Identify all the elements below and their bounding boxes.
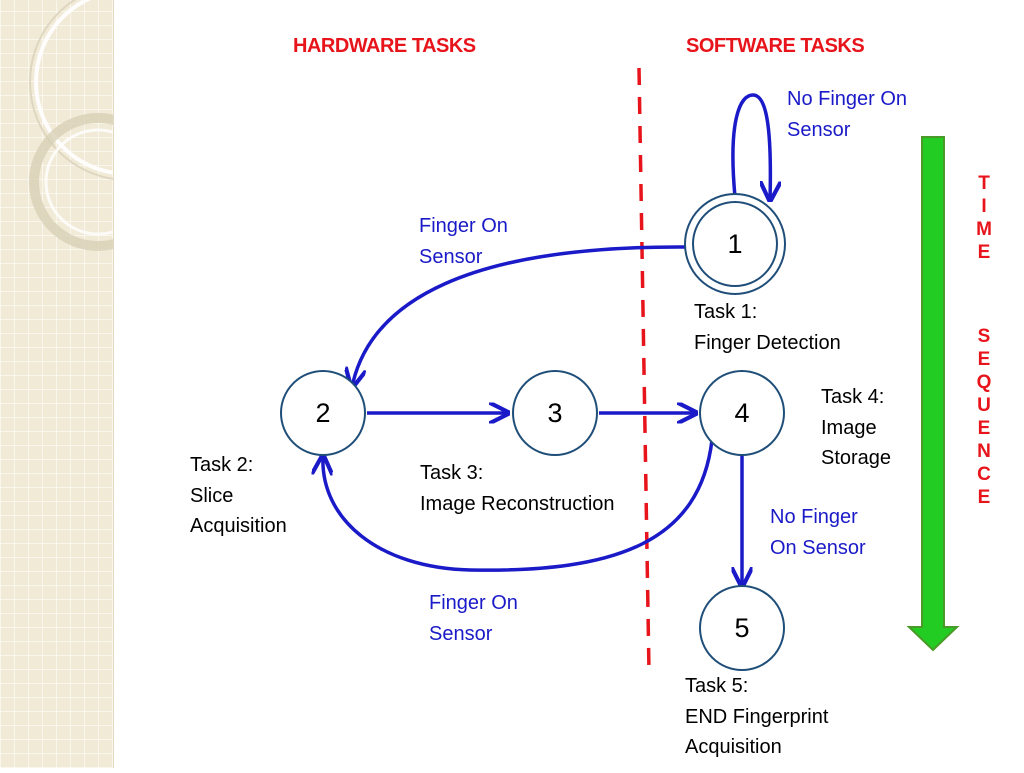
hardware-software-divider bbox=[637, 67, 651, 673]
sequence-letter: N bbox=[977, 441, 991, 462]
label-line: Sensor bbox=[419, 245, 483, 268]
label-line: Finger On bbox=[419, 215, 508, 237]
label-line: Sensor bbox=[787, 118, 851, 141]
label-line: Finger On bbox=[429, 592, 518, 614]
sequence-letter: E bbox=[977, 349, 991, 370]
node-1: 1 bbox=[684, 193, 786, 295]
label-line: No Finger On bbox=[787, 88, 908, 110]
task-5-description: Task 5: END Fingerprint Acquisition bbox=[685, 671, 828, 763]
node-2-label: 2 bbox=[315, 398, 330, 428]
edge-self-loop-1 bbox=[731, 93, 770, 200]
task-line: Task 5: bbox=[685, 675, 749, 697]
sequence-label: S E Q U E N C E bbox=[972, 325, 996, 509]
edge-1-to-2 bbox=[352, 245, 691, 387]
label-line: On Sensor bbox=[770, 536, 866, 559]
node-4: 4 bbox=[699, 370, 785, 456]
time-letter: E bbox=[977, 242, 991, 263]
software-tasks-heading: SOFTWARE TASKS bbox=[686, 35, 865, 57]
label-finger-on-sensor-top: Finger On Sensor bbox=[419, 211, 508, 272]
task-line: Slice bbox=[190, 484, 234, 507]
sequence-letter: U bbox=[977, 395, 991, 416]
time-sequence-arrow bbox=[906, 136, 960, 652]
label-no-finger-loop: No Finger On Sensor bbox=[787, 84, 907, 145]
node-5: 5 bbox=[699, 585, 785, 671]
label-finger-on-sensor-bottom: Finger On Sensor bbox=[429, 588, 518, 649]
task-line: Storage bbox=[821, 447, 892, 469]
task-3-description: Task 3: Image Reconstruction bbox=[420, 458, 615, 519]
hardware-tasks-heading: HARDWARE TASKS bbox=[293, 35, 476, 57]
task-4-description: Task 4: Image Storage bbox=[821, 382, 891, 474]
sequence-letter: S bbox=[977, 326, 991, 347]
task-line: Image bbox=[821, 416, 877, 439]
node-1-label: 1 bbox=[727, 229, 742, 259]
task-line: Task 3: bbox=[420, 462, 484, 484]
task-line: Task 2: bbox=[190, 454, 254, 476]
task-line: Task 1: bbox=[694, 301, 758, 323]
time-letter: I bbox=[981, 196, 987, 217]
decorative-sidebar bbox=[0, 0, 227, 768]
node-4-label: 4 bbox=[734, 398, 749, 428]
task-line: Task 4: bbox=[821, 386, 885, 408]
sequence-letter: Q bbox=[976, 372, 992, 393]
sequence-letter: E bbox=[977, 487, 991, 508]
node-2: 2 bbox=[280, 370, 366, 456]
task-line: Acquisition bbox=[190, 515, 287, 537]
task-line: Finger Detection bbox=[694, 331, 841, 354]
task-2-description: Task 2: Slice Acquisition bbox=[190, 450, 287, 542]
task-line: Image Reconstruction bbox=[420, 492, 615, 515]
task-line: END Fingerprint bbox=[685, 705, 829, 728]
sequence-letter: C bbox=[977, 464, 991, 485]
sequence-letter: E bbox=[977, 418, 991, 439]
task-1-description: Task 1: Finger Detection bbox=[694, 297, 841, 358]
node-3-label: 3 bbox=[547, 398, 562, 428]
node-3: 3 bbox=[512, 370, 598, 456]
time-letter: M bbox=[976, 219, 992, 240]
time-letter: T bbox=[978, 173, 990, 194]
edge-4-to-2 bbox=[323, 439, 714, 572]
time-label: T I M E bbox=[972, 172, 996, 264]
node-5-label: 5 bbox=[734, 613, 749, 643]
label-line: No Finger bbox=[770, 506, 858, 528]
label-line: Sensor bbox=[429, 622, 493, 645]
label-no-finger-4-to-5: No Finger On Sensor bbox=[770, 502, 866, 563]
task-line: Acquisition bbox=[685, 736, 782, 758]
